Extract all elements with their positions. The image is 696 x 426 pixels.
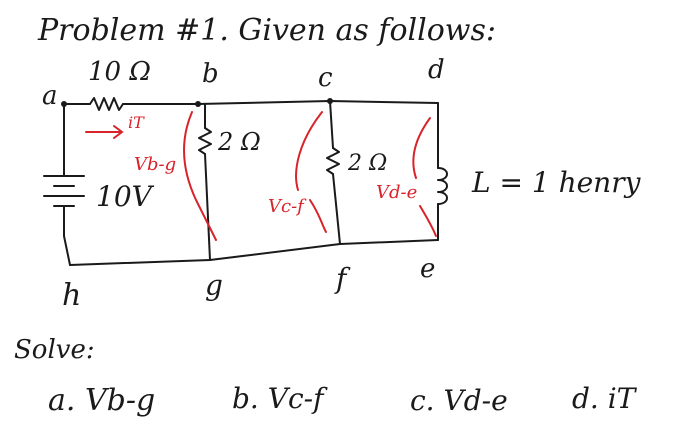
label-r3: 2 Ω (347, 151, 387, 176)
label-vbg: Vb-g (134, 154, 176, 175)
node-a-dot (61, 101, 67, 107)
node-label-d: d (428, 55, 445, 85)
resistor-10-ohm (89, 97, 124, 111)
label-vcf: Vc-f (268, 196, 307, 217)
node-c-dot (327, 98, 333, 104)
voltage-annotations: iT Vb-g Vc-f Vd-e (85, 111, 437, 241)
circuit-wires (43, 97, 448, 266)
node-b-dot (195, 101, 201, 107)
solve-item-c: c. Vd-e (410, 384, 508, 417)
label-r1: 10 Ω (88, 57, 151, 87)
solve-item-d: d. iT (572, 382, 638, 415)
label-r2: 2 Ω (217, 128, 261, 156)
solve-item-b: b. Vc-f (232, 382, 328, 415)
node-label-c: c (318, 63, 333, 93)
problem-header: Problem #1. Given as follows: (37, 13, 496, 48)
inductor (437, 167, 448, 205)
node-label-e: e (420, 254, 435, 284)
label-inductor: L = 1 henry (471, 166, 642, 199)
node-label-b: b (202, 59, 219, 89)
node-label-f: f (334, 262, 351, 295)
node-label-h: h (62, 278, 81, 313)
resistor-2-ohm-bg (198, 127, 212, 155)
resistor-2-ohm-cf (326, 147, 340, 175)
label-vde: Vd-e (376, 182, 417, 203)
current-label: iT (128, 113, 145, 132)
current-arrow (85, 125, 124, 139)
node-label-a: a (42, 81, 58, 111)
solve-item-a: a. Vb-g (48, 383, 155, 418)
label-source: 10V (96, 180, 155, 213)
solve-label: Solve: (14, 335, 95, 365)
node-label-g: g (205, 269, 223, 302)
